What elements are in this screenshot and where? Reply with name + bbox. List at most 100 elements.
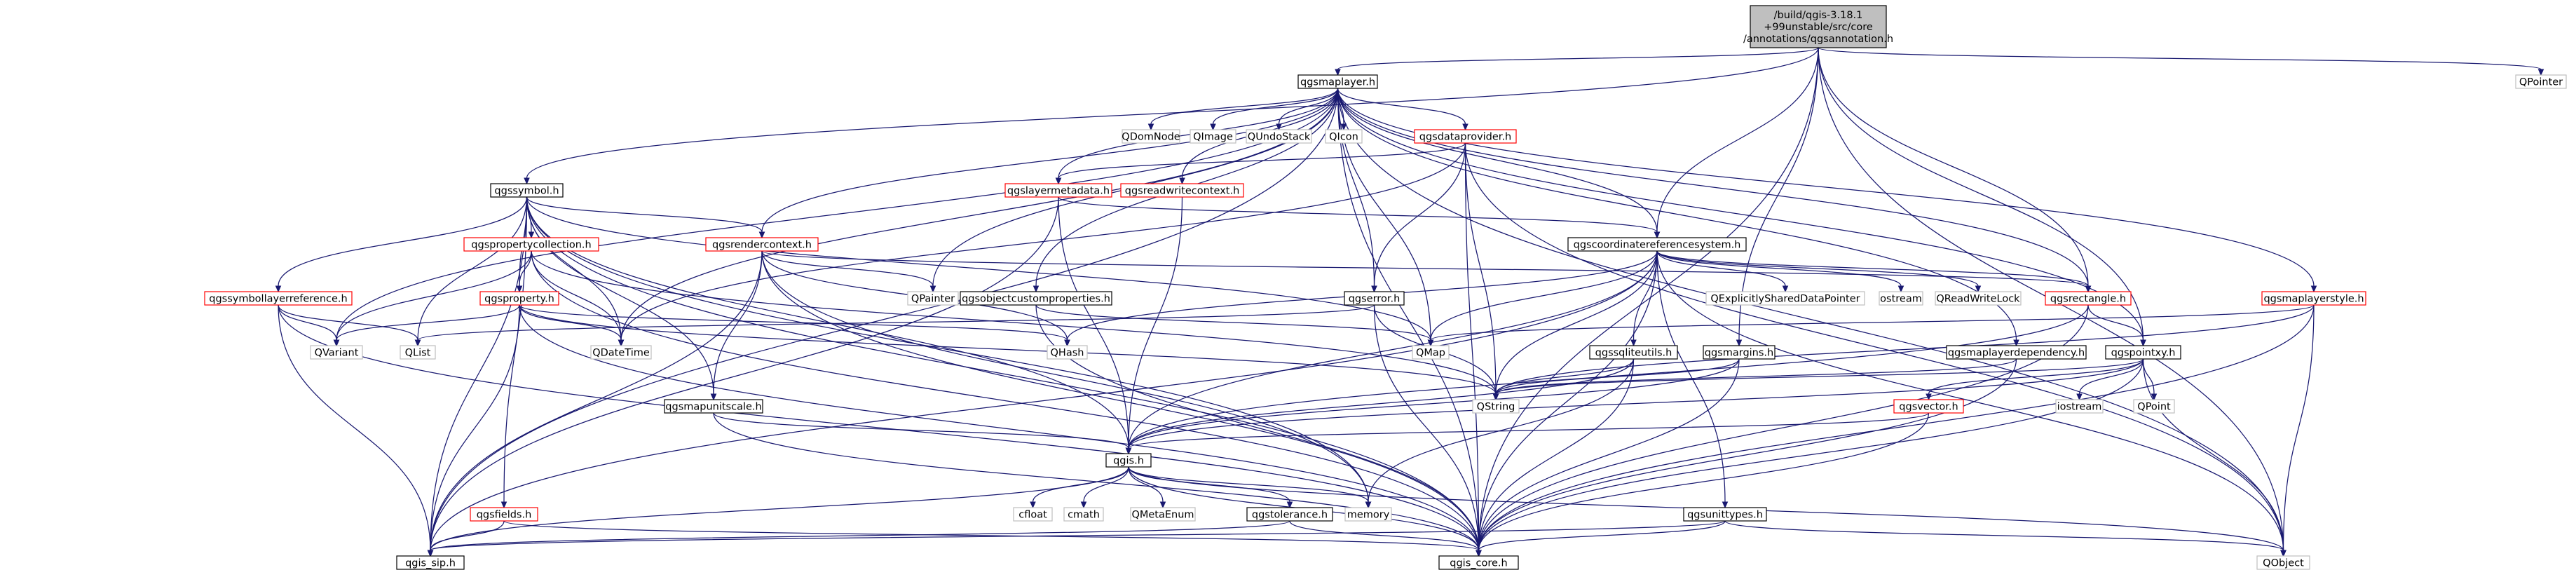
edge-qgsproperty-to-qvariant <box>333 304 520 347</box>
node-qhash[interactable]: QHash <box>1047 345 1088 360</box>
edge-qgssymbol-to-qgsrendercontext <box>526 196 765 239</box>
node-qpoint[interactable]: QPoint <box>2133 399 2175 414</box>
node-box <box>1120 183 1244 198</box>
edge-layer <box>275 47 2544 557</box>
node-qgsdataprovider[interactable]: qgsdataprovider.h <box>1414 129 1517 144</box>
node-box <box>1325 129 1363 144</box>
edge-qgsmaplayerstyle-to-qmap <box>1427 304 2315 347</box>
edge-qgsmaplayer-to-qimage <box>1210 88 1339 131</box>
node-label: QReadWriteLock <box>1936 294 2020 305</box>
edge-root-to-qgscoordinatereferencesystem <box>1654 47 1819 239</box>
edge-qgsdataprovider-to-qstring <box>1464 142 1499 401</box>
node-qmap[interactable]: QMap <box>1412 345 1450 360</box>
node-qgsmargins[interactable]: qgsmargins.h <box>1703 345 1776 360</box>
edge-qgspointxy-to-qgsvector <box>1926 358 2144 401</box>
edge-qgsmaplayer-to-qmap <box>1337 88 1434 347</box>
node-qgssymbol[interactable]: qgssymbol.h <box>490 183 564 198</box>
node-box <box>1567 237 1747 252</box>
node-qlist[interactable]: QList <box>400 345 436 360</box>
node-iostream[interactable]: iostream <box>2055 399 2104 414</box>
node-qdomnode[interactable]: QDomNode <box>1122 129 1180 144</box>
node-qgsvector[interactable]: qgsvector.h <box>1893 399 1964 414</box>
edge-qgsdataprovider-to-qgserror <box>1371 142 1466 293</box>
node-qvariant[interactable]: QVariant <box>310 345 363 360</box>
node-qgstolerance[interactable]: qgstolerance.h <box>1246 507 1333 522</box>
node-box <box>1344 507 1392 522</box>
node-qgsreadwritecontext[interactable]: qgsreadwritecontext.h <box>1120 183 1244 198</box>
edge-qgssymbol-to-qmap <box>526 196 1434 347</box>
node-qicon[interactable]: QIcon <box>1325 129 1363 144</box>
node-qgslayermetadata[interactable]: qgslayermetadata.h <box>1004 183 1112 198</box>
edge-qgscoordinatereferencesystem-to-qmap <box>1427 250 1658 347</box>
node-qmetaenum[interactable]: QMetaEnum <box>1130 507 1196 522</box>
node-qgspropertycollection[interactable]: qgspropertycollection.h <box>463 237 599 252</box>
node-qreadwritelock[interactable]: QReadWriteLock <box>1935 291 2022 306</box>
node-qpointer[interactable]: QPointer <box>2515 74 2567 89</box>
edge-qgscoordinatereferencesystem-to-qgsunittypes <box>1656 250 1729 509</box>
node-box <box>1246 507 1333 522</box>
node-box <box>705 237 819 252</box>
node-qgsobjectcustomproperties[interactable]: qgsobjectcustomproperties.h <box>960 291 1112 306</box>
node-qgis-core[interactable]: qgis_core.h <box>1438 555 1519 570</box>
node-box <box>479 291 559 306</box>
node-box <box>1589 345 1678 360</box>
node-label: QImage <box>1193 132 1233 143</box>
node-ostream[interactable]: ostream <box>1879 291 1923 306</box>
node-qgssqliteutils[interactable]: qgssqliteutils.h <box>1589 345 1678 360</box>
edge-qgsunittypes-to-qobject <box>1724 520 2287 557</box>
node-qgserror[interactable]: qgserror.h <box>1344 291 1405 306</box>
node-qgsmaplayerstyle[interactable]: qgsmaplayerstyle.h <box>2261 291 2366 306</box>
node-qgsmapunitscale[interactable]: qgsmapunitscale.h <box>664 399 763 414</box>
node-qgsproperty[interactable]: qgsproperty.h <box>479 291 559 306</box>
node-label: cfloat <box>1018 510 1047 521</box>
node-label: QObject <box>2263 558 2304 569</box>
node-box <box>1063 507 1104 522</box>
edge-qgsrendercontext-to-qgsrectangle <box>761 250 2092 293</box>
node-qgspointxy[interactable]: qgspointxy.h <box>2105 345 2181 360</box>
node-box <box>1935 291 2022 306</box>
edge-qgspointxy-to-qstring <box>1492 358 2144 401</box>
node-memory[interactable]: memory <box>1344 507 1392 522</box>
node-qgsrectangle[interactable]: qgsrectangle.h <box>2045 291 2132 306</box>
node-qimage[interactable]: QImage <box>1190 129 1236 144</box>
node-qgscoordinatereferencesystem[interactable]: qgscoordinatereferencesystem.h <box>1567 237 1747 252</box>
node-label: qgssymbollayerreference.h <box>209 294 348 305</box>
edge-qgsunittypes-to-qgis_core <box>1476 520 1726 557</box>
node-qgsmaplayerdependency[interactable]: qgsmaplayerdependency.h <box>1946 345 2087 360</box>
node-box <box>1879 291 1923 306</box>
node-qgis[interactable]: qgis.h <box>1105 453 1152 468</box>
edge-qgsdataprovider-to-qgslayermetadata <box>1055 142 1466 185</box>
node-qgsfields[interactable]: qgsfields.h <box>470 507 538 522</box>
node-label: qgsmargins.h <box>1705 348 1773 359</box>
edge-qgsproperty-to-qhash <box>519 304 1070 347</box>
node-qobject[interactable]: QObject <box>2256 555 2310 570</box>
node-qstring[interactable]: QString <box>1472 399 1520 414</box>
node-qgsmaplayer[interactable]: qgsmaplayer.h <box>1297 74 1378 89</box>
edge-qgserror-to-qlist <box>414 304 1375 347</box>
node-qundostack[interactable]: QUndoStack <box>1246 129 1312 144</box>
edge-qgsmaplayer-to-qgsdataprovider <box>1337 88 1468 131</box>
node-qexplicitlyshareddatapointer[interactable]: QExplicitlySharedDataPointer <box>1705 291 1865 306</box>
node-qgsunittypes[interactable]: qgsunittypes.h <box>1683 507 1767 522</box>
edge-qgsmaplayer-to-qgsmaplayerdependency <box>1337 88 2019 347</box>
node-qpainter[interactable]: QPainter <box>907 291 959 306</box>
node-qdatetime[interactable]: QDateTime <box>590 345 652 360</box>
edge-root-to-qpointer <box>1818 47 2544 76</box>
node-box <box>1130 507 1196 522</box>
node-label: QDomNode <box>1122 132 1180 143</box>
node-qgsrendercontext[interactable]: qgsrendercontext.h <box>705 237 819 252</box>
node-label: QUndoStack <box>1248 132 1311 143</box>
node-box <box>960 291 1112 306</box>
edge-qgsrendercontext-to-qgsmapunitscale <box>710 250 763 401</box>
node-qgis-sip[interactable]: qgis_sip.h <box>396 555 465 570</box>
node-box <box>396 555 465 570</box>
edge-qgsfields-to-qgis_core <box>503 520 1482 557</box>
node-qgssymbollayerreference[interactable]: qgssymbollayerreference.h <box>204 291 353 306</box>
edge-qgsproperty-to-qgis_core <box>519 304 1482 557</box>
edge-qgssymbollayerreference-to-qgis_sip <box>278 304 434 557</box>
node-label: QMetaEnum <box>1131 510 1194 521</box>
edge-qgsrendercontext-to-memory <box>761 250 1372 509</box>
edge-qgsrendercontext-to-qpainter <box>761 250 936 293</box>
node-cmath[interactable]: cmath <box>1063 507 1104 522</box>
node-cfloat[interactable]: cfloat <box>1013 507 1053 522</box>
